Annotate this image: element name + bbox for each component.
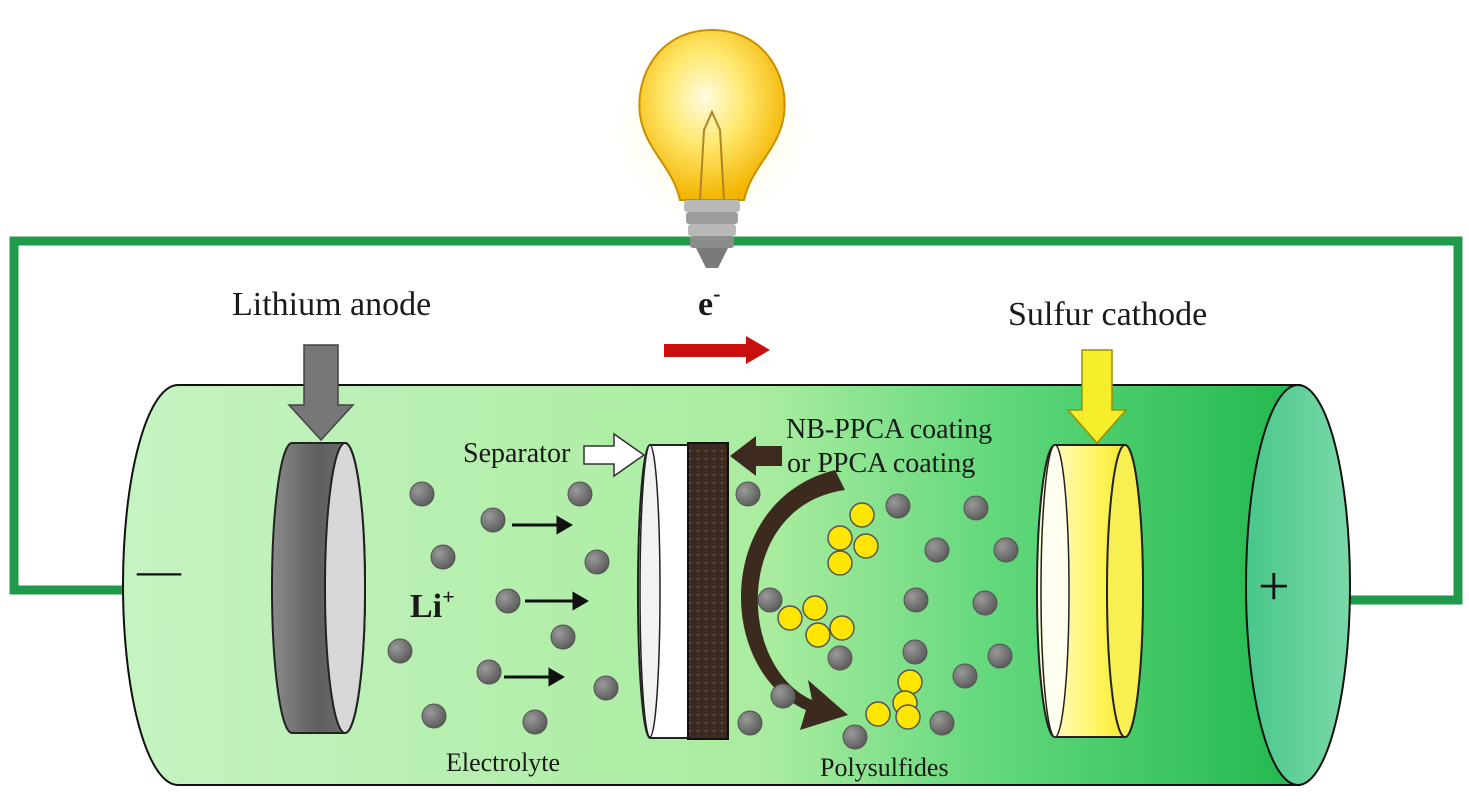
ion-particle — [421, 703, 447, 729]
right-arrow-icon — [512, 515, 573, 535]
ion-particle — [993, 537, 1019, 563]
polysulfide-particle — [827, 550, 853, 576]
polysulfide-particle — [897, 669, 923, 695]
ion-particle — [737, 710, 763, 736]
ion-particle — [495, 588, 521, 614]
coating-label-line1: NB-PPCA coating — [786, 414, 992, 445]
ion-particle — [584, 549, 610, 575]
separator — [636, 444, 696, 739]
sulfur-cathode-label: Sulfur cathode — [1008, 296, 1207, 333]
ion-particle — [902, 639, 928, 665]
ion-particle — [952, 663, 978, 689]
ion-particle — [757, 587, 783, 613]
right-arrow-icon — [525, 591, 589, 611]
polysulfide-particle — [865, 701, 891, 727]
polysulfide-particle — [895, 704, 921, 730]
right-arrow-icon — [504, 667, 565, 687]
ion-migration-arrows — [504, 515, 589, 687]
anode-arrow-icon — [287, 344, 355, 442]
coating-layer — [687, 442, 729, 740]
li-ion-label: Li+ — [410, 584, 455, 625]
ion-particle — [430, 544, 456, 570]
ion-particle — [409, 481, 435, 507]
ion-particle — [903, 587, 929, 613]
sulfur-cathode — [1036, 444, 1144, 738]
ion-particle — [522, 709, 548, 735]
lithium-ions — [387, 481, 1019, 750]
positive-terminal-sign: + — [1258, 556, 1290, 618]
ion-particle — [987, 643, 1013, 669]
ion-particle — [924, 537, 950, 563]
ion-particle — [480, 507, 506, 533]
ion-particle — [827, 645, 853, 671]
ion-particle — [885, 493, 911, 519]
ion-particle — [842, 724, 868, 750]
ion-particle — [567, 481, 593, 507]
polysulfide-particle — [853, 533, 879, 559]
polysulfides-label: Polysulfides — [820, 753, 949, 782]
ion-particle — [770, 683, 796, 709]
right-arrow-icon — [664, 336, 770, 364]
ion-particle — [963, 495, 989, 521]
ion-particle — [929, 710, 955, 736]
light-bulb-icon — [592, 5, 832, 268]
polysulfide-particle — [829, 615, 855, 641]
polysulfide-particle — [849, 502, 875, 528]
separator-arrow-icon — [583, 432, 646, 478]
ion-particle — [550, 624, 576, 650]
ion-particle — [972, 590, 998, 616]
polysulfide-shuttle-arrow-icon — [741, 470, 848, 730]
polysulfide-particle — [802, 595, 828, 621]
lithium-anode-label: Lithium anode — [232, 286, 431, 323]
electrolyte-label: Electrolyte — [446, 748, 560, 777]
separator-label: Separator — [463, 438, 571, 469]
lithium-anode — [271, 442, 366, 734]
ion-particle — [735, 481, 761, 507]
ion-particle — [387, 638, 413, 664]
polysulfide-particle — [827, 525, 853, 551]
cathode-arrow-icon — [1066, 349, 1128, 445]
polysulfide-particles — [777, 502, 923, 730]
polysulfide-particle — [777, 605, 803, 631]
coating-label-line2: or PPCA coating — [787, 448, 975, 479]
polysulfide-particle — [805, 622, 831, 648]
coating-arrow-icon — [730, 436, 782, 476]
ion-particle — [476, 659, 502, 685]
ion-particle — [593, 675, 619, 701]
negative-terminal-sign: — — [136, 546, 182, 595]
electron-label: e- — [698, 281, 720, 323]
cylinder-end-cap — [1245, 384, 1351, 786]
